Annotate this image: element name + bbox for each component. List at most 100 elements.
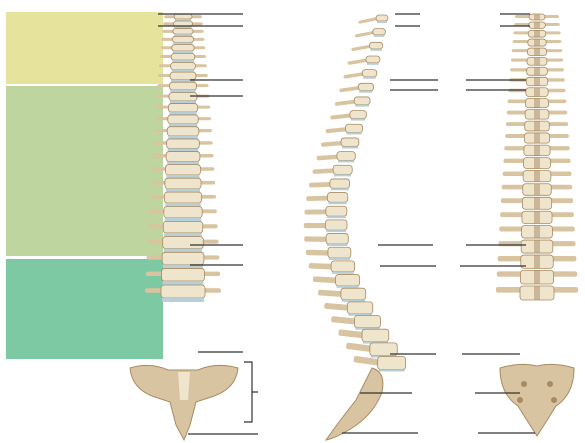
spinous-process <box>534 14 540 20</box>
vertebral-body <box>171 53 195 60</box>
spinous-process <box>306 196 329 201</box>
vertebral-body <box>354 97 370 105</box>
vertebral-body <box>341 138 359 147</box>
intervertebral-disc <box>370 49 381 51</box>
intervertebral-disc <box>169 112 196 115</box>
intervertebral-disc <box>326 230 346 232</box>
spinous-process <box>330 113 352 119</box>
intervertebral-disc <box>379 370 405 372</box>
intervertebral-disc <box>167 175 200 178</box>
posterior-view-spine <box>496 14 578 436</box>
spinous-process <box>343 72 364 79</box>
vertebral-body <box>330 179 350 188</box>
spinous-process <box>312 168 335 174</box>
vertebral-body <box>366 56 380 63</box>
vertebral-body <box>172 36 193 42</box>
intervertebral-disc <box>327 244 347 246</box>
sacral-foramen <box>551 397 557 403</box>
sacrum-coccyx <box>326 368 383 440</box>
spinous-process <box>534 240 540 253</box>
vertebral-body <box>164 207 202 218</box>
intervertebral-disc <box>336 286 358 288</box>
intervertebral-disc <box>331 188 349 190</box>
intervertebral-disc <box>346 133 361 135</box>
vertebral-body <box>331 261 355 272</box>
spinous-process <box>534 67 540 75</box>
lateral-view-spine <box>304 15 406 440</box>
vertebral-body <box>163 221 202 233</box>
spinous-process <box>534 48 540 55</box>
vertebral-body <box>164 192 201 203</box>
vertebral-body <box>347 302 372 314</box>
vertebral-body <box>173 28 193 34</box>
sacral-foramen <box>517 397 523 403</box>
spinous-process <box>534 158 540 169</box>
spinous-process <box>534 184 540 196</box>
spinous-process <box>338 329 364 338</box>
spinous-process <box>534 99 540 108</box>
vertebral-body <box>172 45 195 51</box>
intervertebral-disc <box>168 136 198 139</box>
spinous-process <box>313 276 338 283</box>
spinous-process <box>351 44 372 51</box>
sacrum <box>500 364 574 436</box>
spinous-process <box>306 250 330 256</box>
spinous-process <box>309 263 334 270</box>
spinous-process <box>331 316 357 325</box>
intervertebral-disc <box>355 105 369 107</box>
spinous-process <box>534 88 540 97</box>
intervertebral-disc <box>332 272 354 274</box>
vertebral-body <box>174 14 192 19</box>
intervertebral-disc <box>165 203 200 206</box>
vertebral-body <box>171 63 196 70</box>
vertebral-body <box>337 152 355 161</box>
cervical-region-band <box>6 12 163 84</box>
spinous-process <box>346 343 372 353</box>
vertebral-body <box>358 83 373 90</box>
intervertebral-disc <box>328 202 346 204</box>
intervertebral-disc <box>359 91 372 93</box>
spinous-process <box>534 121 540 131</box>
intervertebral-disc <box>327 216 346 218</box>
vertebral-body <box>362 329 389 341</box>
vertebral-body <box>335 275 359 286</box>
intervertebral-disc <box>338 160 354 162</box>
intervertebral-disc <box>170 90 195 93</box>
spinous-process <box>534 211 540 223</box>
spinous-process <box>316 155 339 161</box>
lumbar-region-band <box>6 259 163 359</box>
intervertebral-disc <box>377 21 387 23</box>
spinous-process <box>304 236 328 242</box>
intervertebral-disc <box>163 281 204 285</box>
vertebral-body <box>162 268 205 281</box>
vertebral-body <box>362 70 377 77</box>
vertebral-body <box>161 285 205 298</box>
vertebral-body <box>169 82 196 90</box>
spinous-process <box>534 270 540 284</box>
spinous-process <box>534 171 540 182</box>
vertebral-body <box>326 206 347 216</box>
vertebral-body <box>327 193 347 203</box>
vertebral-body <box>350 111 366 119</box>
spinous-process <box>358 17 378 24</box>
spinous-process <box>309 182 332 188</box>
spinous-process <box>534 133 540 143</box>
intervertebral-disc <box>374 35 385 37</box>
vertebral-body <box>378 357 406 370</box>
spinous-process <box>324 303 349 311</box>
vertebral-body <box>167 127 199 136</box>
spinous-process <box>534 197 540 209</box>
spinous-process <box>321 141 343 147</box>
spinous-process <box>318 290 343 298</box>
vertebral-body <box>341 288 366 300</box>
vertebral-body <box>354 316 380 328</box>
vertebral-body <box>328 247 351 258</box>
intervertebral-disc <box>162 298 204 302</box>
sacral-foramen <box>547 381 553 387</box>
spinous-process <box>304 209 327 214</box>
spinous-process <box>534 286 540 300</box>
spinous-process <box>534 255 540 268</box>
vertebral-body <box>369 42 382 49</box>
spinous-process <box>325 127 347 133</box>
